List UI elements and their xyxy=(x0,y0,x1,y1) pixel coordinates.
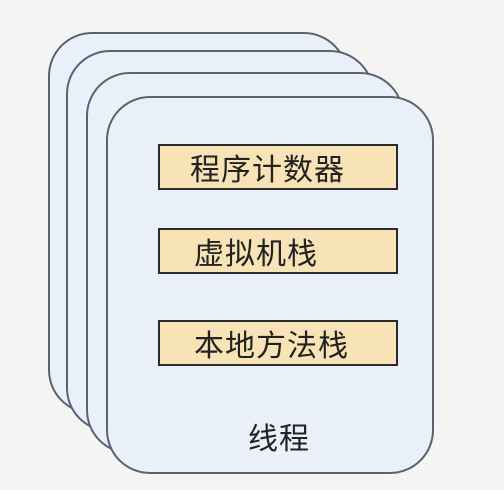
vm-stack-block: 虚拟机栈 xyxy=(158,228,398,274)
native-method-stack-block: 本地方法栈 xyxy=(158,320,398,366)
thread-card-front: 程序计数器 虚拟机栈 本地方法栈 线程 xyxy=(106,96,434,474)
program-counter-block: 程序计数器 xyxy=(158,144,398,190)
thread-label: 线程 xyxy=(248,422,310,457)
